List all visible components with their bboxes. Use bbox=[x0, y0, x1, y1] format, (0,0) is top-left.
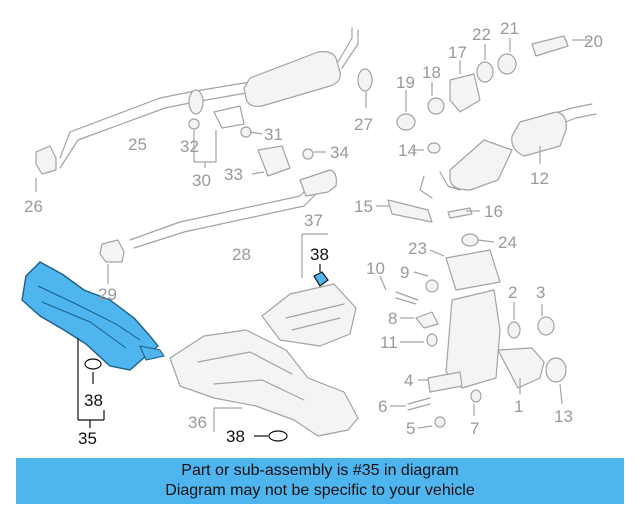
callout-10: 10 bbox=[366, 259, 385, 278]
callout-38-left: 38 bbox=[84, 391, 103, 410]
callout-34: 34 bbox=[330, 143, 349, 162]
callout-15: 15 bbox=[354, 197, 373, 216]
callout-2: 2 bbox=[508, 283, 517, 302]
callout-36: 36 bbox=[188, 413, 207, 432]
callout-37: 37 bbox=[304, 211, 323, 230]
gasket-bracket-15[interactable] bbox=[387, 199, 473, 223]
exhaust-clamp-26[interactable] bbox=[35, 145, 57, 175]
callout-32: 32 bbox=[180, 137, 199, 156]
callout-14: 14 bbox=[398, 141, 417, 160]
callout-27: 27 bbox=[354, 115, 373, 134]
callout-19: 19 bbox=[396, 73, 415, 92]
callout-13: 13 bbox=[554, 407, 573, 426]
particulate-filter[interactable] bbox=[427, 233, 567, 393]
grommet-38-left[interactable] bbox=[84, 358, 102, 370]
callout-23: 23 bbox=[408, 239, 427, 258]
banner-line-2: Diagram may not be specific to your vehi… bbox=[165, 482, 475, 499]
heat-shield-35-highlighted[interactable] bbox=[21, 261, 165, 371]
heat-shield-37[interactable] bbox=[261, 283, 357, 347]
pipe-clamp-29[interactable] bbox=[99, 239, 125, 263]
callout-28: 28 bbox=[232, 245, 251, 264]
callout-6: 6 bbox=[378, 397, 387, 416]
oxygen-sensor-20-group[interactable] bbox=[396, 35, 569, 154]
info-banner: Part or sub-assembly is #35 in diagram D… bbox=[16, 458, 624, 504]
leader-lines-highlighted bbox=[77, 264, 321, 437]
callout-4: 4 bbox=[404, 371, 413, 390]
callout-33: 33 bbox=[224, 165, 243, 184]
callout-17: 17 bbox=[448, 43, 467, 62]
callout-12: 12 bbox=[530, 169, 549, 188]
exhaust-parts-diagram: 20 21 22 17 18 19 27 14 12 15 16 23 24 1… bbox=[21, 19, 603, 448]
callout-5: 5 bbox=[406, 419, 415, 438]
grommet-38-bottom[interactable] bbox=[268, 430, 288, 442]
callout-26: 26 bbox=[24, 197, 43, 216]
heat-shield-36[interactable] bbox=[169, 329, 359, 437]
callout-8: 8 bbox=[388, 309, 397, 328]
callout-24: 24 bbox=[498, 233, 517, 252]
callout-25: 25 bbox=[128, 135, 147, 154]
banner-line-1: Part or sub-assembly is #35 in diagram bbox=[181, 462, 459, 479]
callout-1: 1 bbox=[514, 397, 523, 416]
callout-9: 9 bbox=[400, 263, 409, 282]
leader-lines bbox=[35, 38, 590, 432]
callout-38-upper: 38 bbox=[310, 245, 329, 264]
grommet-38-upper[interactable] bbox=[313, 271, 329, 287]
exhaust-pipe-assembly[interactable] bbox=[59, 27, 373, 169]
callout-20: 20 bbox=[584, 32, 603, 51]
callout-18: 18 bbox=[422, 63, 441, 82]
callout-3: 3 bbox=[536, 283, 545, 302]
catalytic-converter[interactable] bbox=[419, 103, 597, 199]
callout-21: 21 bbox=[500, 19, 519, 38]
callout-22: 22 bbox=[472, 25, 491, 44]
callout-30: 30 bbox=[192, 171, 211, 190]
callout-16: 16 bbox=[484, 202, 503, 221]
hanger-hardware[interactable] bbox=[188, 118, 314, 160]
callout-29: 29 bbox=[98, 285, 117, 304]
callout-35: 35 bbox=[78, 429, 97, 448]
callout-11: 11 bbox=[380, 333, 398, 352]
studs-and-nuts[interactable] bbox=[395, 279, 482, 428]
callout-7: 7 bbox=[470, 419, 479, 438]
intermediate-pipe[interactable] bbox=[129, 145, 337, 249]
callout-38-bottom: 38 bbox=[226, 427, 245, 446]
callout-31: 31 bbox=[264, 125, 283, 144]
callout-labels: 20 21 22 17 18 19 27 14 12 15 16 23 24 1… bbox=[24, 19, 603, 448]
